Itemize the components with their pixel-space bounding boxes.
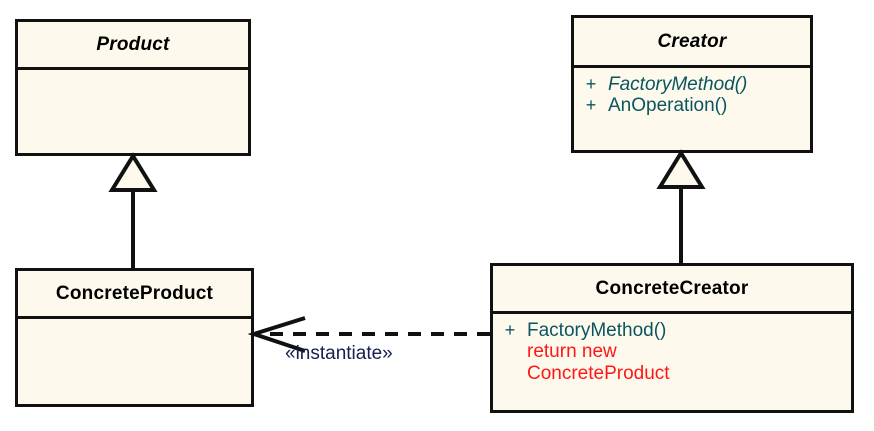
class-box-creator[interactable]: Creator + FactoryMethod() + AnOperation(… [571, 15, 813, 153]
visibility-marker: + [585, 74, 597, 94]
hollow-triangle-icon [108, 152, 158, 192]
class-name-product: Product [18, 22, 248, 70]
generalization-arrow-creator [656, 149, 706, 263]
hollow-triangle-icon [656, 149, 706, 189]
note-line: return new [527, 341, 617, 363]
member-row: + FactoryMethod() [493, 320, 851, 341]
class-name-concrete-product: ConcreteProduct [18, 271, 251, 319]
class-box-concrete-product[interactable]: ConcreteProduct [15, 268, 254, 407]
class-box-concrete-creator[interactable]: ConcreteCreator + FactoryMethod() + retu… [490, 263, 854, 413]
member-label: FactoryMethod() [527, 320, 667, 341]
class-box-product[interactable]: Product [15, 19, 251, 156]
generalization-arrow-product [108, 152, 158, 268]
visibility-marker: + [585, 95, 597, 116]
class-name-concrete-creator: ConcreteCreator [493, 266, 851, 314]
member-note-row: + return new [493, 341, 851, 362]
member-label: FactoryMethod() [608, 74, 748, 95]
visibility-marker: + [504, 320, 516, 340]
member-note-row: + ConcreteProduct [493, 363, 851, 384]
dependency-stereotype-label: «instantiate» [285, 343, 393, 364]
class-name-creator: Creator [574, 18, 810, 68]
member-row: + FactoryMethod() [574, 74, 810, 95]
class-members-concrete-creator: + FactoryMethod() + return new + Concret… [493, 314, 851, 410]
class-members-creator: + FactoryMethod() + AnOperation() [574, 68, 810, 150]
member-row: + AnOperation() [574, 95, 810, 116]
note-line: ConcreteProduct [527, 362, 670, 384]
class-members-product [18, 70, 248, 153]
class-members-concrete-product [18, 319, 251, 404]
member-label: AnOperation() [608, 95, 728, 117]
